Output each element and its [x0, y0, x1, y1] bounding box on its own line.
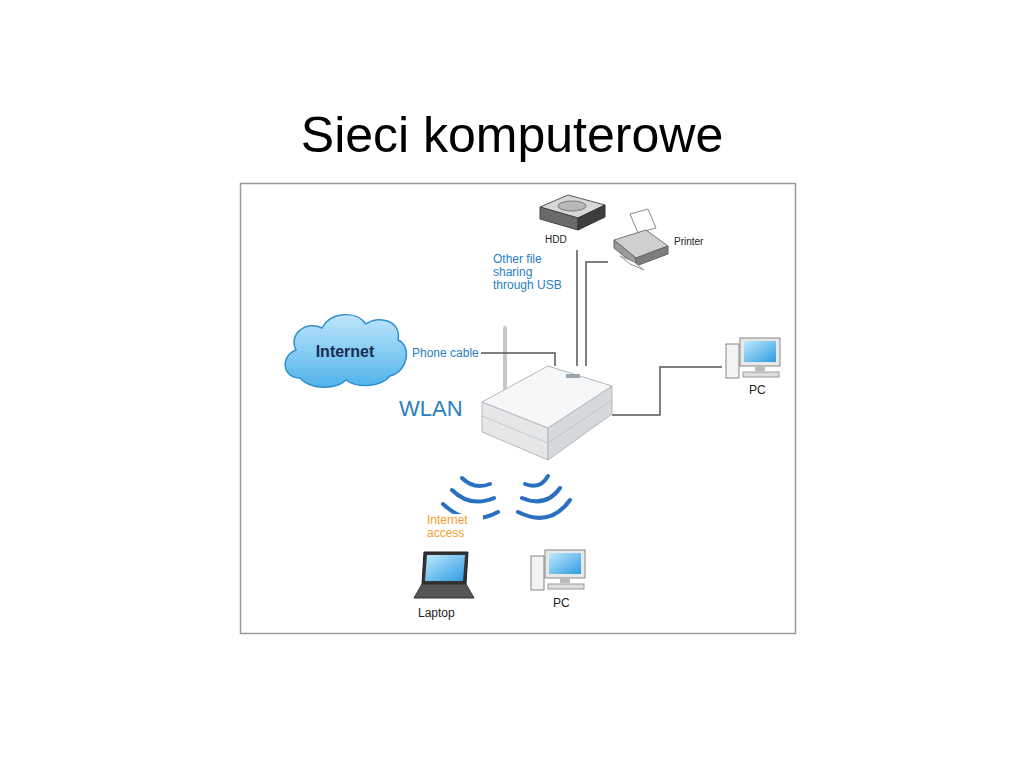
pc-label: PC [749, 383, 766, 397]
cable [612, 367, 722, 415]
router-label: WLAN [399, 396, 463, 422]
internet-cloud-label: Internet [283, 343, 407, 361]
printer-label: Printer [674, 236, 703, 247]
laptop-label: Laptop [418, 606, 455, 620]
router: WLAN [395, 366, 612, 462]
pc-icon [531, 550, 585, 590]
title: Sieci komputerowe [0, 106, 1024, 164]
laptop-icon [414, 552, 474, 598]
usb-sharing-note: Other file sharing through USB [493, 253, 569, 293]
internet-cloud: Internet [283, 314, 410, 388]
cable [576, 250, 578, 366]
pc: PC [526, 546, 590, 612]
cable [586, 262, 608, 366]
pc: PC [722, 333, 784, 399]
internet-access-note: Internet access [427, 514, 483, 540]
wireless-waves [443, 476, 570, 518]
frame [241, 184, 796, 634]
hdd: HDD [538, 192, 610, 250]
printer-icon [614, 209, 668, 270]
router [482, 328, 612, 460]
pc-label: PC [553, 596, 570, 610]
printer: Printer [608, 207, 710, 269]
hdd-label: HDD [545, 234, 567, 245]
hdd-icon [540, 195, 605, 230]
edge-label: Phone cable [410, 346, 481, 360]
pc-icon [726, 338, 780, 378]
laptop: Laptop [410, 546, 476, 622]
